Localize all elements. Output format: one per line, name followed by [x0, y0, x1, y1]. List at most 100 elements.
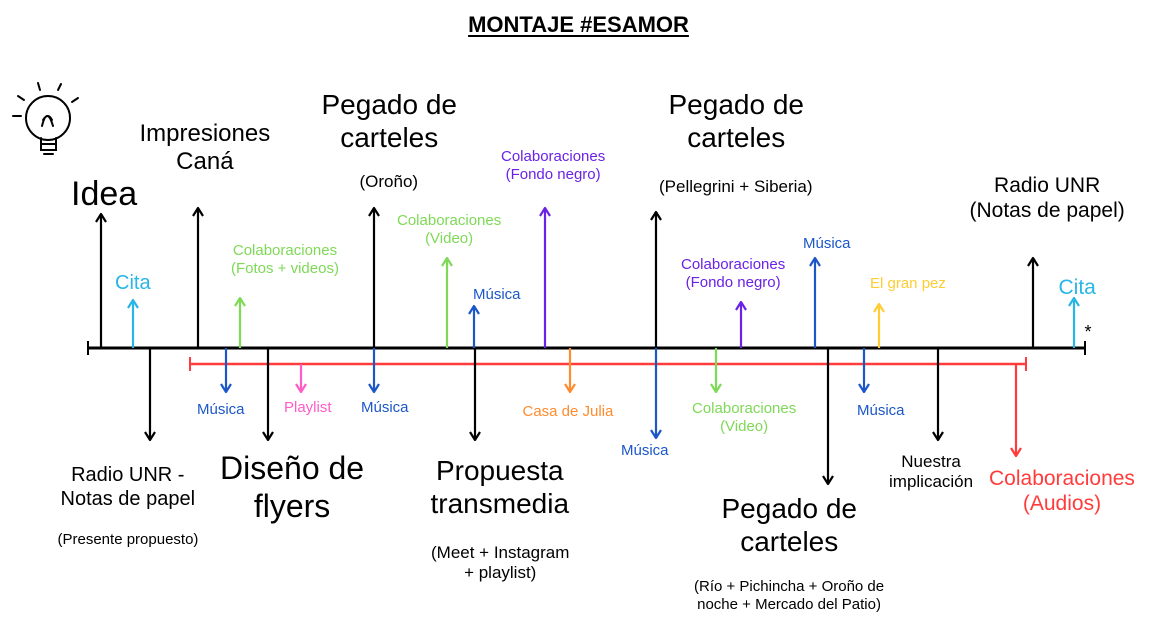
label-colab-fondo-1: Colaboraciones(Fondo negro): [501, 148, 605, 183]
label-pegado-1-sub-line: (Oroño): [359, 172, 419, 191]
label-radio-bottom-line: Notas de papel: [60, 487, 196, 510]
label-idea-line: Idea: [71, 175, 138, 213]
label-pegado-1-sub: (Oroño): [360, 172, 419, 192]
arrow-musica-up-1: [468, 304, 480, 348]
label-cita-2-line: Cita: [1058, 276, 1096, 299]
label-colab-video-1: Colaboraciones(Video): [397, 212, 501, 247]
label-radio-bottom-sub: (Presente propuesto): [58, 531, 199, 549]
label-propuesta-sub: (Meet + Instagram+ playlist): [431, 543, 569, 583]
label-casa-julia-line: Casa de Julia: [522, 403, 614, 420]
arrow-colab-fotos: [234, 296, 246, 348]
label-musica-dn-1-line: Música: [197, 401, 245, 418]
label-musica-dn-4-line: Música: [857, 402, 905, 419]
label-musica-up-2-line: Música: [803, 235, 851, 252]
arrow-casa-julia: [564, 348, 576, 394]
label-propuesta-line: Propuesta: [435, 455, 564, 486]
label-pegado-2-line: Pegado de: [668, 89, 804, 120]
label-colab-fondo-1-line: (Fondo negro): [505, 165, 601, 183]
label-nuestra-line: Nuestra: [901, 452, 961, 471]
label-musica-up-1-line: Música: [473, 286, 521, 303]
label-colab-fotos: Colaboraciones(Fotos + videos): [231, 242, 339, 277]
label-musica-dn-2: Música: [361, 399, 409, 417]
label-radio-bottom-sub-line: (Presente propuesto): [57, 531, 199, 548]
label-musica-dn-3-line: Música: [621, 442, 669, 459]
label-colab-video-2-line: (Video): [720, 417, 769, 435]
arrow-colab-audios: [1010, 364, 1022, 458]
label-colab-fondo-1-line: Colaboraciones: [501, 148, 606, 165]
label-gran-pez: El gran pez: [870, 275, 946, 293]
label-colab-audios: Colaboraciones(Audios): [989, 467, 1135, 517]
label-radio-top-line: (Notas de papel): [969, 198, 1125, 222]
label-pegado-1-line: Pegado de: [321, 89, 457, 120]
arrow-musica-dn-4: [858, 348, 870, 394]
label-pegado-2-line: carteles: [687, 122, 786, 154]
arrow-colab-video-2: [710, 348, 722, 394]
label-diseno-line: Diseño de: [220, 450, 365, 486]
label-asterisk-line: *: [1084, 322, 1092, 342]
label-colab-video-2: Colaboraciones(Video): [692, 400, 796, 435]
label-colab-fotos-line: Colaboraciones: [232, 242, 338, 259]
arrow-diseno: [262, 348, 274, 442]
label-propuesta-line: transmedia: [430, 488, 570, 520]
arrow-gran-pez: [873, 302, 885, 348]
arrow-impresiones: [192, 206, 204, 348]
arrow-musica-up-2: [809, 256, 821, 348]
label-pegado-3-line: Pegado de: [721, 493, 857, 524]
lightbulb-icon: [12, 82, 79, 155]
label-gran-pez-line: El gran pez: [870, 275, 946, 292]
label-cita-2: Cita: [1059, 276, 1096, 301]
label-pegado-1-line: carteles: [340, 122, 439, 154]
arrow-pegado-1: [368, 206, 380, 348]
arrow-pegado-3: [822, 348, 834, 486]
label-colab-video-1-line: Colaboraciones: [397, 212, 502, 229]
label-radio-top-line: Radio UNR: [994, 174, 1101, 197]
arrow-propuesta: [469, 348, 481, 442]
label-casa-julia: Casa de Julia: [523, 403, 614, 421]
arrow-musica-dn-3: [650, 348, 662, 440]
label-colab-audios-line: Colaboraciones: [989, 467, 1135, 490]
label-colab-audios-line: (Audios): [1022, 491, 1102, 515]
label-asterisk: *: [1085, 322, 1092, 343]
arrow-colab-fondo-2: [735, 300, 747, 348]
label-nuestra-line: implicación: [889, 472, 974, 492]
label-playlist-line: Playlist: [284, 399, 332, 416]
label-musica-dn-2-line: Música: [361, 399, 409, 416]
arrow-cita-2: [1068, 296, 1080, 348]
label-radio-bottom: Radio UNR -Notas de papel: [61, 464, 196, 511]
arrow-colab-video-1: [441, 256, 453, 348]
arrow-radio-top: [1027, 256, 1039, 348]
label-impresiones-line: Caná: [176, 148, 234, 176]
label-pegado-3-sub-line: noche + Mercado del Patio): [697, 595, 881, 613]
page-title: MONTAJE #ESAMOR: [468, 12, 689, 37]
arrow-playlist: [295, 364, 307, 394]
label-propuesta-sub-line: (Meet + Instagram: [431, 543, 570, 562]
label-colab-fondo-2-line: Colaboraciones: [681, 256, 786, 273]
arrow-colab-fondo-1: [539, 206, 551, 348]
label-propuesta-sub-line: + playlist): [464, 563, 537, 583]
label-idea: Idea: [71, 174, 137, 214]
label-colab-fondo-2-line: (Fondo negro): [685, 273, 781, 291]
arrow-musica-dn-1: [220, 348, 232, 394]
label-musica-dn-1: Música: [197, 401, 245, 419]
label-colab-video-2-line: Colaboraciones: [692, 400, 797, 417]
arrow-musica-dn-2: [368, 348, 380, 394]
label-musica-dn-3: Música: [621, 442, 669, 460]
arrow-pegado-2: [650, 210, 662, 348]
label-colab-fondo-2: Colaboraciones(Fondo negro): [681, 256, 785, 291]
label-musica-dn-4: Música: [857, 402, 905, 420]
label-musica-up-1: Música: [473, 286, 521, 304]
label-impresiones-line: Impresiones: [139, 120, 271, 147]
label-pegado-2-sub: (Pellegrini + Siberia): [659, 177, 813, 197]
arrow-cita-1: [127, 298, 139, 348]
label-playlist: Playlist: [284, 399, 332, 417]
label-colab-video-1-line: (Video): [425, 229, 474, 247]
label-pegado-3-line: carteles: [740, 526, 839, 558]
label-diseno-line: flyers: [253, 487, 331, 524]
